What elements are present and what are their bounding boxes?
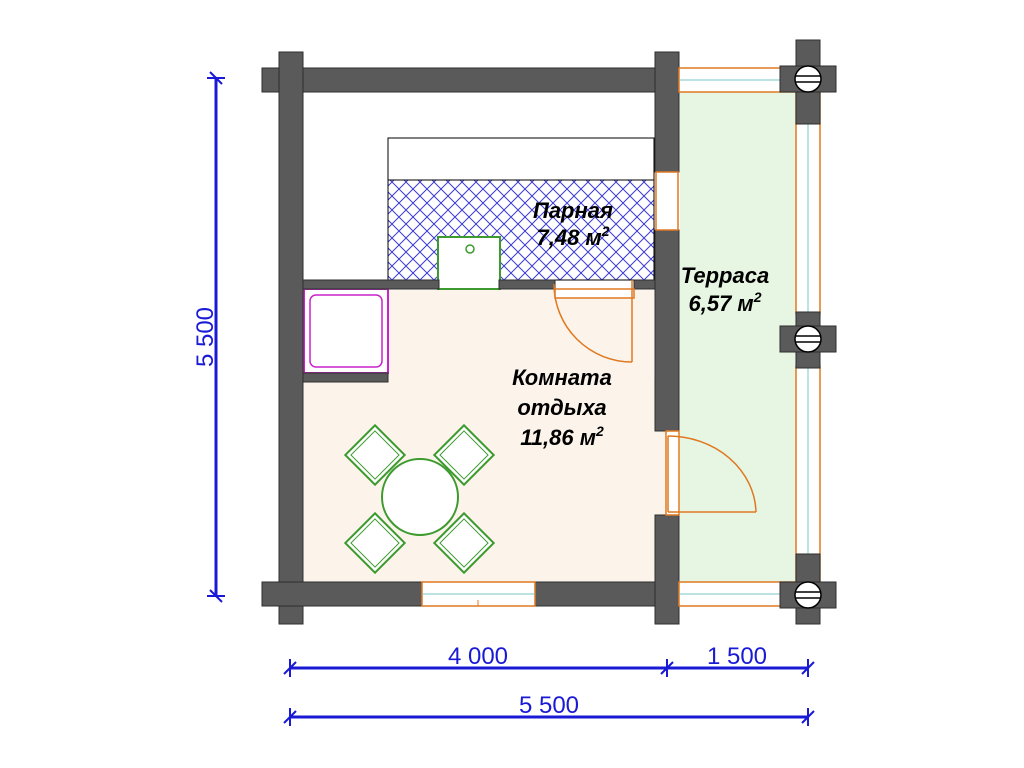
wall-partition-left bbox=[302, 279, 440, 290]
dimension-width-parts bbox=[283, 659, 815, 677]
wall-bottom-left bbox=[261, 581, 423, 607]
window-terrace-top bbox=[678, 67, 798, 93]
dimension-height bbox=[207, 71, 225, 603]
chair-bottom-left bbox=[343, 511, 407, 575]
chair-top-left bbox=[343, 423, 407, 487]
rest-room-name-line2: отдыха bbox=[517, 395, 606, 420]
rest-room-name-line1: Комната bbox=[512, 365, 612, 390]
dining-set bbox=[343, 423, 496, 575]
window-terrace-bottom bbox=[678, 581, 798, 607]
post-mid-right bbox=[779, 311, 837, 369]
wall-partition-end bbox=[633, 279, 656, 290]
bath-inner bbox=[309, 294, 383, 368]
rest-room-area-value: 11,86 м bbox=[520, 425, 596, 450]
post-bottom-right bbox=[779, 553, 837, 625]
wall-bath-bottom bbox=[302, 372, 389, 383]
dimension-height-label: 5 500 bbox=[192, 307, 219, 367]
walls bbox=[261, 51, 695, 625]
wall-left bbox=[278, 51, 304, 625]
stove bbox=[437, 236, 501, 290]
steam-room-area-value: 7,48 м bbox=[536, 225, 601, 250]
dining-table bbox=[381, 458, 459, 536]
terrace-floor bbox=[680, 92, 796, 582]
door-steam-room bbox=[553, 280, 635, 363]
steam-room-area-sup: 2 bbox=[601, 223, 610, 239]
rest-room-floor-upper bbox=[388, 290, 654, 382]
post-top-right bbox=[779, 39, 837, 125]
stove-burner bbox=[465, 244, 475, 254]
wall-top bbox=[261, 67, 695, 93]
wall-mid-bottom bbox=[654, 514, 680, 625]
railing-terrace-right-upper bbox=[795, 91, 821, 315]
steam-room-name: Парная bbox=[533, 198, 613, 223]
wall-partition-right bbox=[498, 279, 556, 290]
chair-bottom-right bbox=[432, 511, 496, 575]
dimension-width-terrace-label: 1 500 bbox=[707, 643, 767, 670]
wall-mid-middle bbox=[654, 229, 680, 432]
rest-room-area-sup: 2 bbox=[595, 423, 604, 439]
door-terrace bbox=[665, 430, 757, 516]
dimension-width-total bbox=[283, 708, 815, 726]
dimension-width-total-label: 5 500 bbox=[519, 692, 579, 719]
steam-bench-tiled bbox=[387, 179, 655, 281]
chair-top-right bbox=[432, 423, 496, 487]
terrace-area-sup: 2 bbox=[753, 289, 762, 305]
terrace-area: 6,57 м2 bbox=[688, 289, 761, 316]
bath bbox=[303, 288, 389, 374]
steam-room-area: 7,48 м2 bbox=[536, 223, 609, 250]
steam-bench-upper bbox=[387, 137, 655, 181]
window-steam-mid bbox=[655, 171, 679, 231]
dimension-width-room-label: 4 000 bbox=[448, 643, 508, 670]
rest-room-area: 11,86 м2 bbox=[520, 423, 604, 450]
railing-terrace-right-lower bbox=[795, 365, 821, 583]
window-bottom bbox=[421, 581, 536, 607]
terrace-area-value: 6,57 м bbox=[688, 291, 753, 316]
terrace-name: Терраса bbox=[681, 263, 769, 288]
wall-mid-top bbox=[654, 51, 680, 173]
